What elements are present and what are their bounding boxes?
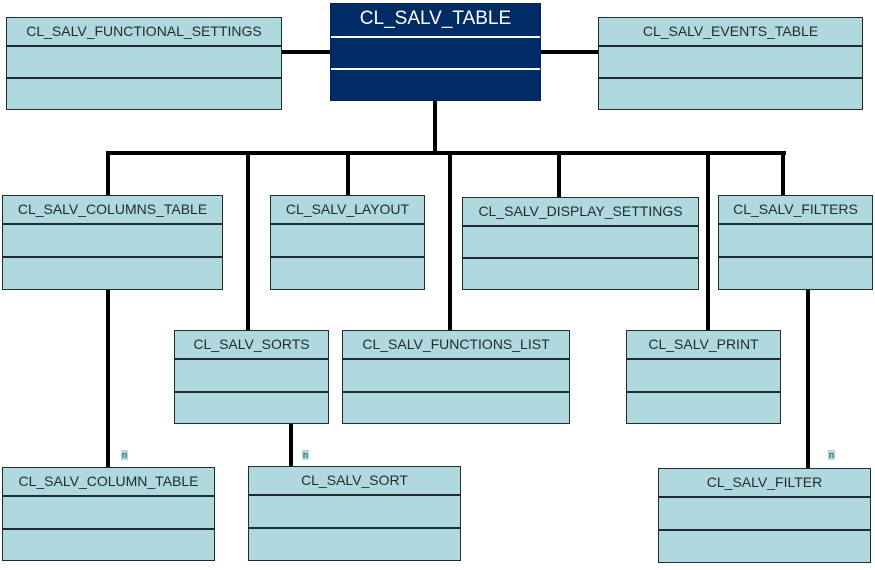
class-methods [331, 70, 540, 100]
class-methods [249, 529, 460, 560]
class-methods [719, 258, 872, 289]
class-cl-salv-columns-table[interactable]: CL_SALV_COLUMNS_TABLE [2, 195, 223, 290]
class-attributes [627, 360, 780, 393]
connector-filter [806, 289, 810, 469]
class-cl-salv-column-table[interactable]: CL_SALV_COLUMN_TABLE [2, 467, 215, 561]
multiplicity-filter: n [828, 450, 836, 460]
class-name: CL_SALV_COLUMNS_TABLE [3, 196, 222, 225]
connector-bus [106, 151, 786, 155]
class-cl-salv-sorts[interactable]: CL_SALV_SORTS [174, 330, 329, 424]
class-methods [271, 258, 424, 289]
connector-column-table [106, 289, 110, 467]
class-attributes [3, 225, 222, 258]
class-cl-salv-table[interactable]: CL_SALV_TABLE [330, 3, 541, 101]
class-methods [175, 393, 328, 424]
class-attributes [249, 496, 460, 529]
class-attributes [343, 360, 569, 393]
class-attributes [271, 225, 424, 258]
class-name: CL_SALV_FILTERS [719, 196, 872, 225]
class-name: CL_SALV_LAYOUT [271, 196, 424, 225]
class-attributes [3, 497, 214, 530]
connector-sort [289, 423, 293, 467]
connector-root-trunk [433, 100, 437, 153]
class-methods [627, 393, 780, 424]
connector-columns-table [106, 151, 110, 197]
class-methods [7, 79, 281, 109]
class-cl-salv-display-settings[interactable]: CL_SALV_DISPLAY_SETTINGS [462, 197, 699, 290]
connector-print [706, 151, 710, 331]
connector-filters [781, 151, 785, 197]
class-cl-salv-events-table[interactable]: CL_SALV_EVENTS_TABLE [598, 17, 863, 110]
class-cl-salv-functions-list[interactable]: CL_SALV_FUNCTIONS_LIST [342, 330, 570, 424]
class-name: CL_SALV_FILTER [659, 469, 870, 498]
class-methods [463, 259, 698, 289]
class-cl-salv-layout[interactable]: CL_SALV_LAYOUT [270, 195, 425, 290]
class-attributes [719, 225, 872, 258]
multiplicity-sort: n [302, 450, 310, 460]
class-name: CL_SALV_FUNCTIONAL_SETTINGS [7, 18, 281, 47]
class-name: CL_SALV_COLUMN_TABLE [3, 468, 214, 497]
class-attributes [331, 38, 540, 70]
class-name: CL_SALV_SORT [249, 467, 460, 496]
class-attributes [599, 47, 862, 79]
class-cl-salv-print[interactable]: CL_SALV_PRINT [626, 330, 781, 424]
connector-root-events-table [540, 50, 600, 54]
class-cl-salv-filter[interactable]: CL_SALV_FILTER [658, 468, 871, 563]
class-cl-salv-functional-settings[interactable]: CL_SALV_FUNCTIONAL_SETTINGS [6, 17, 282, 110]
class-methods [3, 530, 214, 561]
class-attributes [463, 227, 698, 259]
class-name: CL_SALV_SORTS [175, 331, 328, 360]
class-name: CL_SALV_EVENTS_TABLE [599, 18, 862, 47]
multiplicity-column-table: n [121, 450, 129, 460]
class-attributes [659, 498, 870, 531]
class-methods [343, 393, 569, 424]
class-methods [659, 531, 870, 562]
class-methods [3, 258, 222, 289]
class-methods [599, 79, 862, 109]
connector-sorts [246, 151, 250, 331]
class-name: CL_SALV_DISPLAY_SETTINGS [463, 198, 698, 227]
class-name: CL_SALV_PRINT [627, 331, 780, 360]
class-name: CL_SALV_TABLE [331, 4, 540, 38]
class-attributes [175, 360, 328, 393]
class-cl-salv-sort[interactable]: CL_SALV_SORT [248, 466, 461, 561]
connector-display-settings [557, 151, 561, 197]
class-name: CL_SALV_FUNCTIONS_LIST [343, 331, 569, 360]
connector-functions-list [448, 151, 452, 331]
class-cl-salv-filters[interactable]: CL_SALV_FILTERS [718, 195, 873, 290]
class-attributes [7, 47, 281, 79]
connector-layout [346, 151, 350, 197]
connector-root-functional-settings [281, 50, 331, 54]
